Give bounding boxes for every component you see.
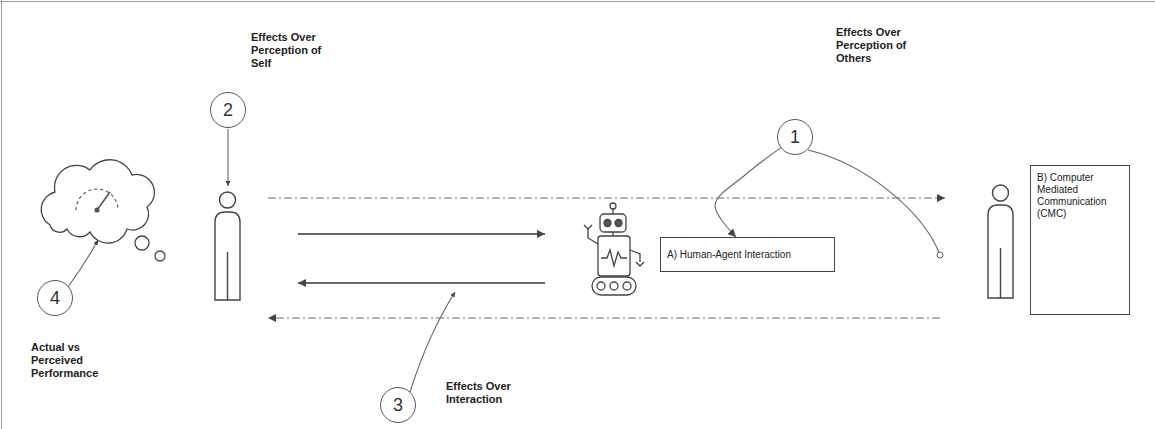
person-icon — [988, 205, 1013, 298]
gauge-icon — [95, 208, 99, 212]
robot-icon — [584, 203, 644, 295]
robot-icon — [604, 220, 611, 227]
robot-icon — [610, 282, 618, 290]
box-label: B) Computer Mediated Communication (CMC) — [1037, 172, 1123, 220]
thought-cloud — [41, 160, 154, 243]
callout-number: 3 — [393, 396, 403, 414]
person-icon — [1000, 248, 1001, 298]
robot-icon — [598, 236, 630, 276]
label-box: B) Computer Mediated Communication (CMC) — [1030, 165, 1130, 315]
mediated-arrow — [268, 317, 940, 318]
interaction-arrow — [298, 282, 545, 284]
callout-circle: 2Effects Over Perception of Self — [210, 92, 246, 128]
leader-line — [68, 129, 940, 392]
gauge-icon — [97, 192, 110, 210]
robot-icon — [588, 229, 598, 244]
callout-caption: Effects Over Interaction — [446, 380, 520, 406]
mediated-arrow — [268, 197, 945, 198]
box-label: A) Human-Agent Interaction — [667, 249, 791, 261]
callout-caption: Effects Over Perception of Others — [836, 26, 910, 65]
frame — [0, 1, 1155, 2]
mediated-arrow — [268, 198, 945, 318]
person-icon — [215, 212, 240, 300]
interaction-arrow — [298, 234, 545, 283]
frame — [1, 0, 2, 429]
callout-circle: 1Effects Over Perception of Others — [777, 119, 813, 155]
robot-icon — [610, 203, 616, 209]
callout-caption: Actual vs Perceived Performance — [31, 341, 105, 380]
robot-icon — [601, 250, 627, 266]
connectors — [715, 148, 781, 237]
callout-caption: Effects Over Perception of Self — [251, 31, 325, 70]
gauge-icon — [76, 189, 118, 210]
thought-cloud — [135, 236, 149, 250]
robot-icon — [630, 250, 640, 262]
leader-line — [410, 292, 455, 392]
leader-line — [68, 240, 98, 287]
callout-circle: 4Actual vs Perceived Performance — [37, 280, 73, 316]
leader-arrow — [715, 148, 781, 237]
thought-cloud — [41, 160, 165, 261]
interaction-arrow — [298, 233, 545, 235]
person-icon — [215, 192, 240, 300]
robot-icon — [600, 214, 626, 232]
callout-number: 1 — [790, 128, 800, 146]
robot-icon — [636, 262, 644, 266]
robot-icon — [584, 225, 592, 229]
callout-number: 2 — [223, 101, 233, 119]
callout-number: 4 — [50, 289, 60, 307]
robot-icon — [612, 209, 613, 214]
callout-circle: 3Effects Over Interaction — [380, 387, 416, 423]
person-icon — [988, 185, 1013, 298]
gauge-icon — [76, 189, 118, 212]
robot-icon — [597, 282, 605, 290]
robot-icon — [592, 277, 636, 295]
leader-line — [227, 129, 228, 186]
person-icon — [220, 192, 236, 208]
label-box: A) Human-Agent Interaction — [660, 237, 835, 272]
robot-icon — [623, 282, 631, 290]
person-icon — [993, 185, 1009, 201]
thought-cloud — [155, 251, 165, 261]
person-icon — [227, 252, 228, 300]
robot-icon — [615, 220, 622, 227]
